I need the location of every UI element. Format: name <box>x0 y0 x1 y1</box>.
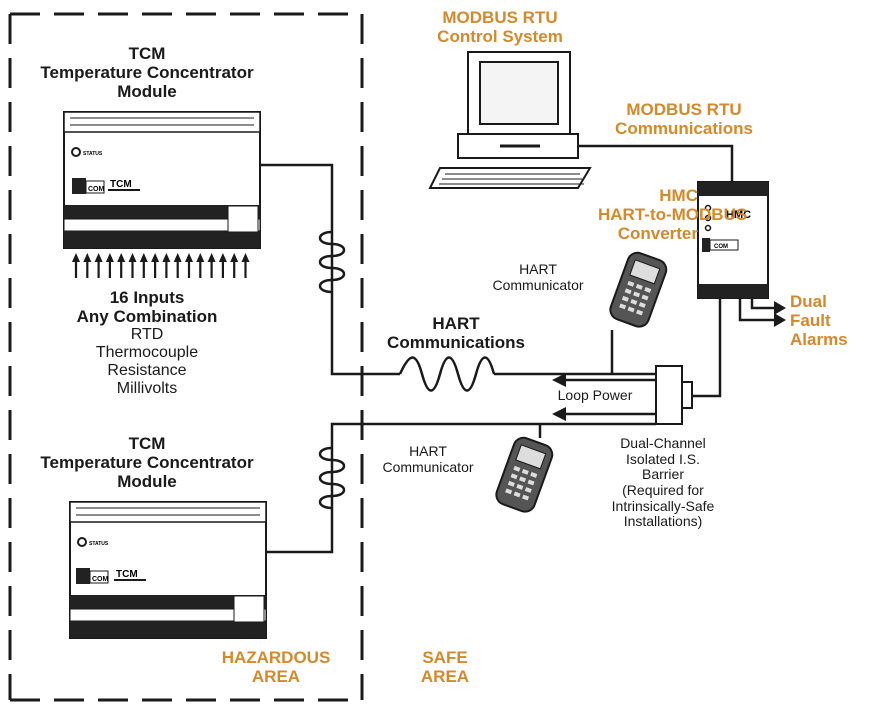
input-arrow-head <box>230 253 239 262</box>
control-system-line1: MODBUS RTU <box>442 8 558 27</box>
hmc-line2: HART-to-MODBUS <box>598 205 748 225</box>
tcm-top-subtitle: Temperature Concentrator <box>40 63 254 83</box>
coil-bottom <box>318 446 346 510</box>
safe-area-line2: AREA <box>420 667 470 687</box>
hart-communicator-bottom-line1: HART <box>409 443 447 459</box>
input-arrow-head <box>173 253 182 262</box>
input-arrow-head <box>117 253 126 262</box>
hart-communicator-top-label: HART Communicator <box>478 261 598 293</box>
safe-area-label: SAFE AREA <box>400 648 490 686</box>
hart-communicator-top-icon <box>609 251 668 328</box>
tcm-top-com-label: COM <box>88 186 105 193</box>
control-system-label: MODBUS RTU Control System <box>430 8 570 46</box>
barrier-line3: Barrier <box>641 466 684 483</box>
tcm-bottom-subtitle2: Module <box>117 472 177 492</box>
hart-communicator-top-line2: Communicator <box>492 276 584 293</box>
input-arrow-head <box>151 253 160 262</box>
hazardous-area-line2: AREA <box>251 667 301 687</box>
dual-fault-line2: Fault <box>790 311 831 331</box>
modbus-comm-line1: MODBUS RTU <box>626 100 742 119</box>
input-type-millivolts: Millivolts <box>116 379 178 397</box>
inputs-label: 16 Inputs Any Combination RTD Thermocoup… <box>36 288 258 398</box>
input-arrow-head <box>196 253 205 262</box>
input-arrow-head <box>185 253 193 262</box>
barrier-line1: Dual-Channel <box>620 435 706 451</box>
dual-fault-label: Dual Fault Alarms <box>790 292 870 349</box>
modbus-comm-label: MODBUS RTU Communications <box>596 100 772 138</box>
wiring <box>260 144 778 554</box>
input-arrow-head <box>162 253 171 262</box>
tcm-top-subtitle2: Module <box>117 82 177 102</box>
is-barrier-device <box>655 365 693 425</box>
input-arrows <box>72 253 250 278</box>
tcm-bottom-subtitle: Temperature Concentrator <box>40 453 254 473</box>
hart-comm-label: HART Communications <box>368 314 544 352</box>
hazardous-area-label: HAZARDOUS AREA <box>196 648 356 686</box>
tcm-module-top <box>63 111 261 249</box>
hart-communicator-bottom-label: HART Communicator <box>368 443 488 475</box>
computer-icon <box>428 51 592 189</box>
tcm-bottom-title: TCM Temperature Concentrator Module <box>36 434 258 491</box>
tcm-top-title-line: TCM <box>128 44 166 63</box>
input-arrow-head <box>139 253 148 262</box>
hmc-label: HMC HART-to-MODBUS Converter <box>598 186 748 244</box>
hart-signal-wave <box>398 356 496 392</box>
barrier-line2: Isolated I.S. <box>626 450 700 467</box>
modbus-comm-line2: Communications <box>615 119 753 139</box>
coil-top <box>318 230 346 294</box>
dual-fault-line1: Dual <box>790 292 827 311</box>
input-arrow-head <box>94 253 103 262</box>
inputs-title: 16 Inputs <box>109 288 185 307</box>
input-type-rtd: RTD <box>130 326 164 344</box>
input-arrow-head <box>105 253 114 262</box>
tcm-bottom-com-label: COM <box>92 576 109 583</box>
input-arrow-head <box>207 253 216 262</box>
hmc-device-name: HMC <box>726 209 751 221</box>
tcm-top-name: TCM <box>110 179 132 190</box>
input-type-resistance: Resistance <box>107 361 187 379</box>
arrowheads <box>552 301 786 421</box>
hart-communicator-bottom-line2: Communicator <box>382 458 474 475</box>
hazardous-area-boundary <box>8 12 364 702</box>
tcm-bottom-title-line: TCM <box>128 434 166 453</box>
hmc-device-com: COM <box>714 244 728 250</box>
input-arrow-head <box>241 253 250 262</box>
dual-fault-line3: Alarms <box>790 330 848 350</box>
input-arrow-head <box>128 253 137 262</box>
hart-comm-line2: Communications <box>387 333 525 353</box>
control-system-line2: Control System <box>437 27 563 47</box>
hart-comm-line1: HART <box>432 314 480 333</box>
hmc-converter-device <box>697 181 769 299</box>
input-arrow-head <box>218 253 227 262</box>
hart-communicator-top-line1: HART <box>519 261 557 277</box>
hazardous-area-line1: HAZARDOUS <box>221 648 331 667</box>
hart-communicator-bottom-icon <box>495 436 554 513</box>
loop-power-label: Loop Power <box>557 387 633 403</box>
inputs-subtitle: Any Combination <box>76 307 218 327</box>
barrier-label: Dual-Channel Isolated I.S. Barrier (Requ… <box>598 435 728 530</box>
input-type-thermocouple: Thermocouple <box>95 343 199 361</box>
tcm-bottom-name: TCM <box>116 569 138 580</box>
tcm-module-bottom <box>69 501 267 639</box>
input-arrow-head <box>83 253 92 262</box>
safe-area-line1: SAFE <box>422 648 468 667</box>
tcm-bottom-status-label: STATUS <box>89 541 109 547</box>
input-arrow-head <box>72 253 80 262</box>
barrier-line5: Intrinsically-Safe <box>611 497 715 514</box>
tcm-top-status-label: STATUS <box>83 151 103 157</box>
tcm-top-title: TCM Temperature Concentrator Module <box>36 44 258 101</box>
barrier-line4: (Required for <box>622 482 704 499</box>
barrier-line6: Installations) <box>623 513 703 530</box>
hmc-line1: HMC <box>659 186 698 205</box>
hmc-line3: Converter <box>617 224 698 244</box>
